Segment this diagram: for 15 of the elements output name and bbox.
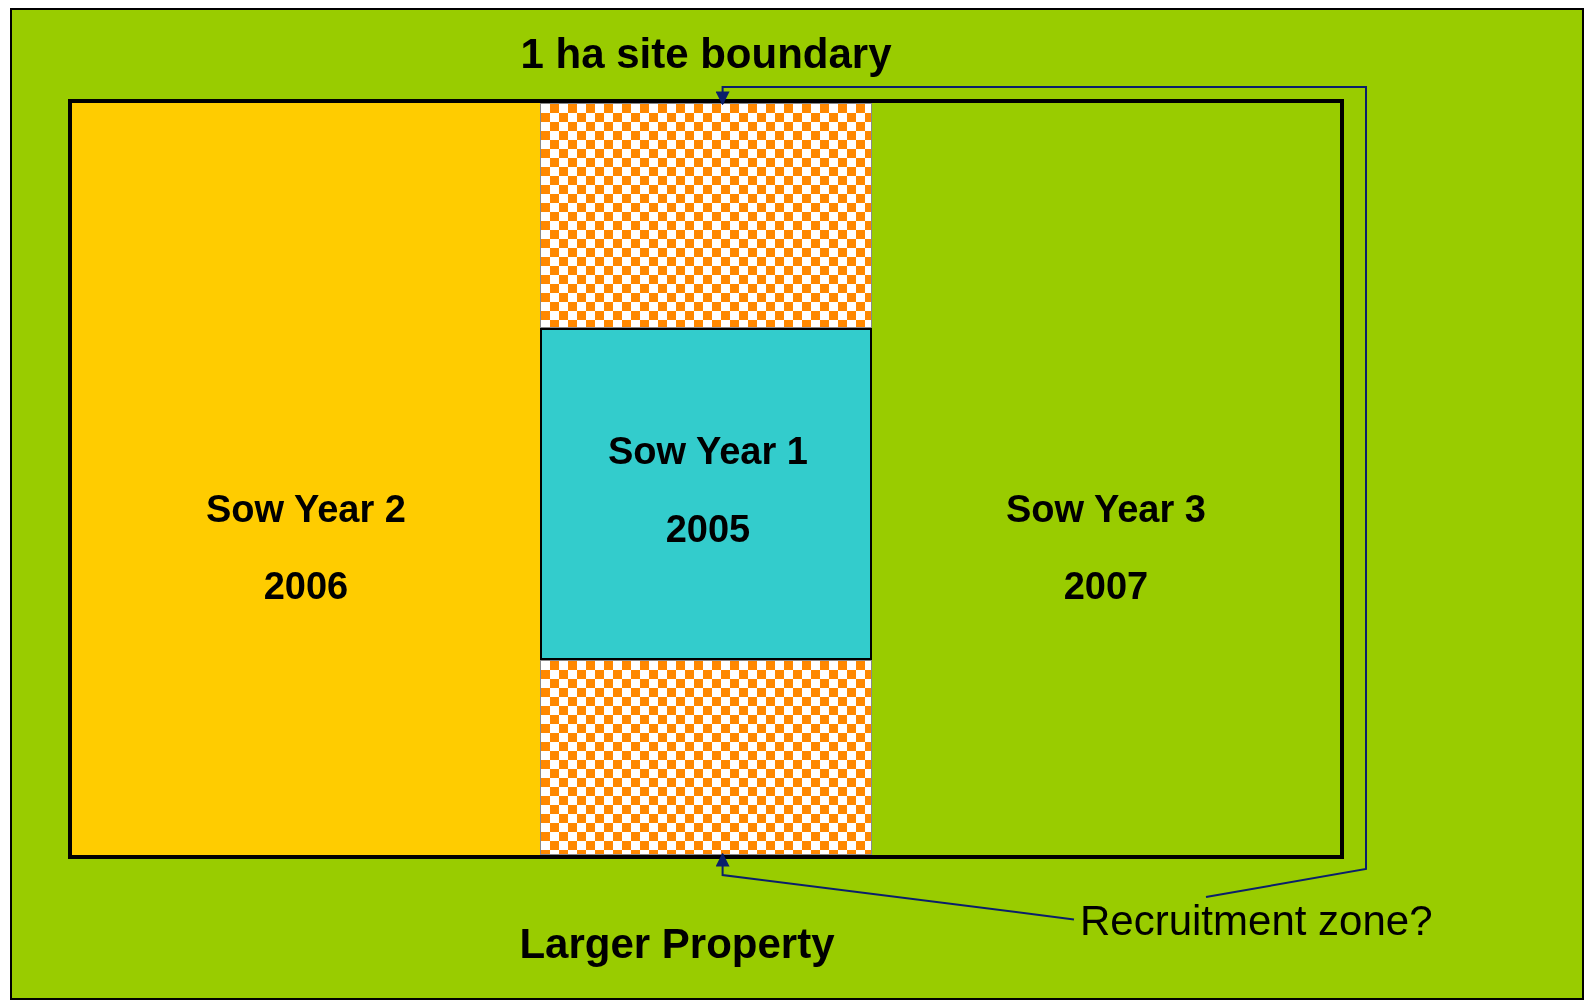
plot-label: 2005 bbox=[664, 508, 752, 551]
sowing-plot bbox=[540, 328, 872, 660]
arrow bbox=[715, 852, 1075, 921]
arrow bbox=[715, 86, 1367, 898]
plot-label: 2007 bbox=[1062, 565, 1150, 608]
recruitment-plot bbox=[540, 660, 872, 855]
plot-label: Sow Year 1 bbox=[607, 430, 809, 473]
plot-label: Sow Year 2 bbox=[205, 488, 407, 531]
callout-text: Recruitment zone? bbox=[1080, 897, 1434, 945]
recruitment-plot bbox=[540, 103, 872, 328]
boundary-heading: 1 ha site boundary bbox=[519, 30, 893, 78]
plot-label: Sow Year 3 bbox=[1005, 488, 1207, 531]
plot-label: 2006 bbox=[262, 565, 350, 608]
property-area bbox=[10, 8, 1584, 1000]
sowing-plot bbox=[72, 103, 540, 855]
